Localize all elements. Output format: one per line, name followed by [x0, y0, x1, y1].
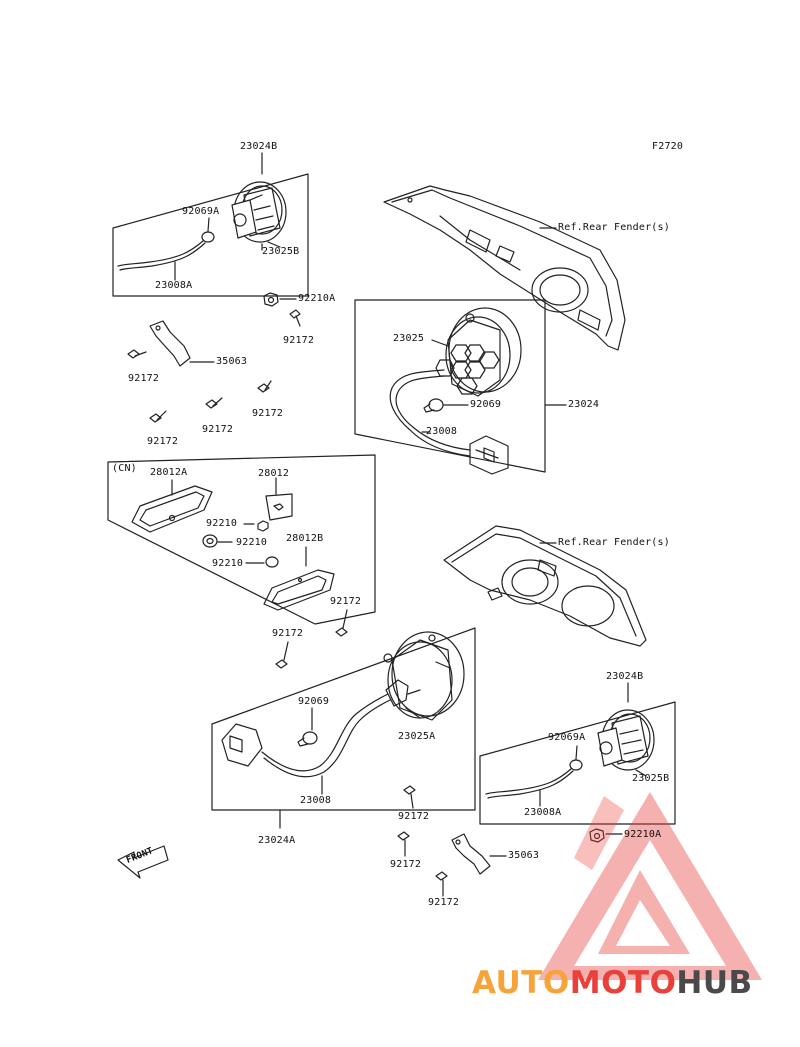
- screw-92172-1: [289, 309, 301, 327]
- watermark-text: AUTOMOTOHUB: [472, 968, 753, 999]
- ref-rear-fender-top: Ref.Rear Fender(s): [558, 222, 670, 233]
- assembly-box-23024A: [211, 627, 476, 829]
- bulb-wire-23008A-top: [117, 217, 215, 281]
- part-label-92210-3: 92210: [212, 558, 244, 569]
- watermark-part-moto: MOTO: [569, 965, 677, 1001]
- reflector-plate-28012: [265, 477, 293, 521]
- nut-92210-3: [245, 556, 279, 568]
- part-label-92069-bottom: 92069: [298, 696, 330, 707]
- bracket-35063-bottom: [451, 833, 507, 875]
- reflector-28012A: [131, 479, 213, 533]
- part-label-92210A-bottom: 92210A: [624, 829, 662, 840]
- rear-fender-bottom: [443, 525, 647, 647]
- part-label-92172-6: 92172: [330, 596, 362, 607]
- part-label-23024A: 23024A: [258, 835, 296, 846]
- bulb-wire-23008A-bottom: [485, 745, 583, 807]
- bracket-35063-top: [149, 320, 215, 367]
- nut-92210-1: [243, 520, 269, 532]
- lamp-housing-23025B-bottom: [597, 709, 655, 777]
- part-label-92210-1: 92210: [206, 518, 238, 529]
- screw-92172-9: [397, 831, 410, 857]
- ref-rear-fender-bottom: Ref.Rear Fender(s): [558, 537, 670, 548]
- bulb-92069: [423, 398, 469, 413]
- screw-92172-8: [403, 785, 416, 809]
- part-label-28012B: 28012B: [286, 533, 324, 544]
- screw-92172-10: [435, 871, 448, 897]
- part-label-23025A: 23025A: [398, 731, 436, 742]
- nut-92210A-top: [263, 292, 297, 307]
- watermark-part-hub: HUB: [676, 965, 753, 1001]
- assembly-box-23024B-bottom: [479, 682, 676, 825]
- bulb-92069-bottom: [297, 707, 318, 747]
- front-arrow-icon: [117, 845, 169, 879]
- part-label-92172-3: 92172: [252, 408, 284, 419]
- screw-92172-3: [257, 380, 272, 393]
- assembly-box-23024B-top: [112, 152, 309, 297]
- screw-92172-5: [149, 410, 167, 423]
- screw-92172-6: [335, 609, 348, 637]
- screw-92172-7: [275, 641, 289, 669]
- part-label-92069A-bottom: 92069A: [548, 732, 586, 743]
- part-label-92172-9: 92172: [390, 859, 422, 870]
- cn-region-label: (CN): [112, 463, 137, 474]
- part-label-92172-10: 92172: [428, 897, 460, 908]
- watermark-part-auto: AUTO: [472, 965, 570, 1001]
- part-label-92069A-top: 92069A: [182, 206, 220, 217]
- part-label-92210-2: 92210: [236, 537, 268, 548]
- part-label-92172-7: 92172: [272, 628, 304, 639]
- part-label-23008: 23008: [426, 426, 458, 437]
- part-label-23008A-top: 23008A: [155, 280, 193, 291]
- part-label-23024B-bottom: 23024B: [606, 671, 644, 682]
- reflector-28012B: [263, 546, 335, 611]
- part-label-23024: 23024: [568, 399, 600, 410]
- nut-92210A-bottom: [589, 828, 623, 843]
- part-label-28012A: 28012A: [150, 467, 188, 478]
- figure-code: F2720: [652, 141, 684, 152]
- part-label-23024B-top: 23024B: [240, 141, 278, 152]
- wire-harness-23008-bottom: [221, 693, 391, 795]
- screw-92172-2: [127, 349, 147, 359]
- rear-fender-top: [383, 185, 626, 351]
- lamp-housing-23025A: [383, 631, 465, 721]
- part-label-23008-bottom: 23008: [300, 795, 332, 806]
- screw-92172-4: [205, 397, 223, 409]
- assembly-box-23024: [354, 299, 567, 473]
- nut-92210-2: [202, 534, 233, 548]
- watermark-logo-icon: [538, 792, 762, 980]
- part-label-23008A-bottom: 23008A: [524, 807, 562, 818]
- part-label-28012: 28012: [258, 468, 290, 479]
- part-label-23025: 23025: [393, 333, 425, 344]
- part-label-35063-top: 35063: [216, 356, 248, 367]
- part-label-92172-4: 92172: [202, 424, 234, 435]
- part-label-92069: 92069: [470, 399, 502, 410]
- part-label-23025B-bottom: 23025B: [632, 773, 670, 784]
- part-label-92210A-top: 92210A: [298, 293, 336, 304]
- part-label-92172-2: 92172: [128, 373, 160, 384]
- wire-harness-23008: [389, 369, 509, 475]
- lamp-housing-23025: [431, 307, 522, 397]
- part-label-23025B-top: 23025B: [262, 246, 300, 257]
- lamp-housing-23025B-top: [231, 181, 287, 248]
- part-label-35063-bottom: 35063: [508, 850, 540, 861]
- part-label-92172-8: 92172: [398, 811, 430, 822]
- part-label-92172-5: 92172: [147, 436, 179, 447]
- part-label-92172-1: 92172: [283, 335, 315, 346]
